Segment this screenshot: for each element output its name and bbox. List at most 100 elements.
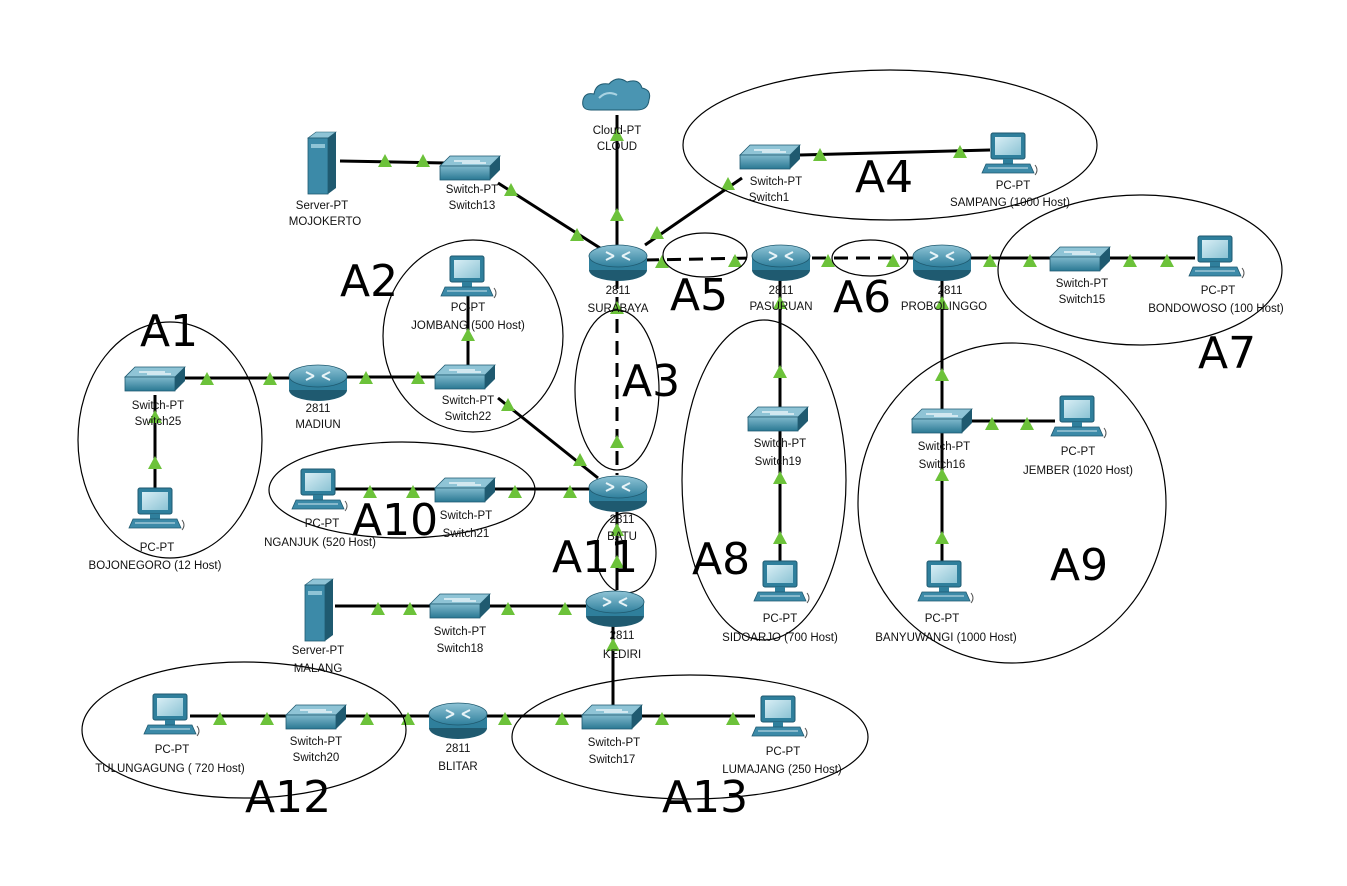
router-name-label: PROBOLINGGO <box>901 301 987 313</box>
switch-16[interactable]: Switch-PT Switch16 <box>911 408 973 471</box>
pc-icon <box>917 560 974 604</box>
server-malang[interactable]: Server-PT MALANG <box>292 578 344 675</box>
router-model-label: 2811 <box>769 285 794 297</box>
area-label-a2: A2 <box>340 256 398 307</box>
pc-name-label: NGANJUK (520 Host) <box>264 537 376 549</box>
area-a1-outline <box>77 321 263 559</box>
area-labels: A1 A2 A3 A4 A5 A6 A7 A8 A9 A10 A11 A12 A… <box>140 152 1256 823</box>
router-name-label: SURABAYA <box>588 303 649 315</box>
router-batu[interactable]: 2811 BATU <box>588 475 648 543</box>
pc-name-label: SAMPANG (1000 Host) <box>950 197 1070 209</box>
pc-icon <box>128 487 185 531</box>
pc-type-label: PC-PT <box>1201 285 1236 297</box>
area-a8-outline <box>681 319 847 641</box>
switch-name-label: Switch18 <box>437 643 484 655</box>
switch-icon <box>581 704 643 730</box>
switch-type-label: Switch-PT <box>918 441 970 453</box>
switch-18[interactable]: Switch-PT Switch18 <box>429 593 491 655</box>
area-label-a9: A9 <box>1050 540 1108 591</box>
server-icon <box>307 131 337 195</box>
pc-nganjuk[interactable]: PC-PT NGANJUK (520 Host) <box>264 468 376 549</box>
switch-icon <box>739 144 801 170</box>
pc-bondowoso[interactable]: PC-PT BONDOWOSO (100 Host) <box>1148 235 1284 315</box>
switch-name-label: Switch15 <box>1059 294 1106 306</box>
pc-sidoarjo[interactable]: PC-PT SIDOARJO (700 Host) <box>722 560 838 644</box>
pc-sampang[interactable]: PC-PT SAMPANG (1000 Host) <box>950 132 1070 209</box>
pc-jember[interactable]: PC-PT JEMBER (1020 Host) <box>1023 395 1133 477</box>
pc-name-label: BOJONEGORO (12 Host) <box>89 560 222 572</box>
router-model-label: 2811 <box>606 285 631 297</box>
switch-type-label: Switch-PT <box>750 176 802 188</box>
switch-25[interactable]: Switch-PT Switch25 <box>124 366 186 428</box>
switch-15[interactable]: Switch-PT Switch15 <box>1049 246 1111 306</box>
pc-icon <box>1050 395 1107 439</box>
pc-jombang[interactable]: PC-PT JOMBANG (500 Host) <box>411 255 525 332</box>
router-icon <box>912 244 972 282</box>
switch-icon <box>285 704 347 730</box>
router-name-label: BLITAR <box>438 761 477 773</box>
switch-name-label: Switch17 <box>589 754 636 766</box>
switch-19[interactable]: Switch-PT Switch19 <box>747 406 809 468</box>
pc-icon <box>1188 235 1245 279</box>
server-type-label: Server-PT <box>296 200 348 212</box>
switch-type-label: Switch-PT <box>446 184 498 196</box>
router-model-label: 2811 <box>938 285 963 297</box>
area-label-a13: A13 <box>662 772 748 823</box>
pc-icon <box>753 560 810 604</box>
router-blitar[interactable]: 2811 BLITAR <box>428 702 488 773</box>
switch-name-label: Switch16 <box>919 459 966 471</box>
router-name-label: KEDIRI <box>603 649 641 661</box>
pc-banyuwangi[interactable]: PC-PT BANYUWANGI (1000 Host) <box>875 560 1017 644</box>
switch-name-label: Switch20 <box>293 752 340 764</box>
area-a4-outline <box>682 69 1098 221</box>
pc-type-label: PC-PT <box>451 302 486 314</box>
pc-type-label: PC-PT <box>925 613 960 625</box>
switch-22[interactable]: Switch-PT Switch22 <box>434 364 496 423</box>
pc-type-label: PC-PT <box>305 518 340 530</box>
link-mojokerto-switch13[interactable] <box>339 159 446 165</box>
switch-13[interactable]: Switch-PT Switch13 <box>439 155 501 212</box>
cloud-icon <box>581 77 651 111</box>
cloud-type-label: Cloud-PT <box>593 125 642 137</box>
switch-icon <box>434 364 496 390</box>
switch-type-label: Switch-PT <box>588 737 640 749</box>
cloud-device[interactable]: Cloud-PT CLOUD <box>581 77 651 153</box>
area-a10-outline <box>268 441 536 539</box>
switch-type-label: Switch-PT <box>434 626 486 638</box>
pc-lumajang[interactable]: PC-PT LUMAJANG (250 Host) <box>722 695 842 776</box>
switch-type-label: Switch-PT <box>1056 278 1108 290</box>
router-model-label: 2811 <box>446 743 471 755</box>
switch-21[interactable]: Switch-PT Switch21 <box>434 477 496 540</box>
router-probolinggo[interactable]: 2811 PROBOLINGGO <box>901 244 987 313</box>
router-icon <box>288 364 348 402</box>
router-model-label: 2811 <box>306 403 331 415</box>
switch-icon <box>1049 246 1111 272</box>
router-kediri[interactable]: 2811 KEDIRI <box>585 590 645 661</box>
router-pasuruan[interactable]: 2811 PASURUAN <box>749 244 813 313</box>
server-mojokerto[interactable]: Server-PT MOJOKERTO <box>289 131 361 228</box>
switch-type-label: Switch-PT <box>132 400 184 412</box>
pc-tulungagung[interactable]: PC-PT TULUNGAGUNG ( 720 Host) <box>95 693 245 775</box>
router-icon <box>585 590 645 628</box>
pc-name-label: JEMBER (1020 Host) <box>1023 465 1133 477</box>
router-madiun[interactable]: 2811 MADIUN <box>288 364 348 431</box>
pc-type-label: PC-PT <box>996 180 1031 192</box>
area-a2-outline <box>382 239 564 433</box>
switch-20[interactable]: Switch-PT Switch20 <box>285 704 347 764</box>
pc-type-label: PC-PT <box>1061 446 1096 458</box>
router-icon <box>428 702 488 740</box>
area-outlines <box>77 69 1283 800</box>
switch-type-label: Switch-PT <box>754 438 806 450</box>
switch-icon <box>124 366 186 392</box>
switch-17[interactable]: Switch-PT Switch17 <box>581 704 643 766</box>
switch-icon <box>911 408 973 434</box>
pc-bojonegoro[interactable]: PC-PT BOJONEGORO (12 Host) <box>89 487 222 572</box>
area-label-a5: A5 <box>670 270 728 321</box>
area-label-a6: A6 <box>833 272 891 323</box>
switch-name-label: Switch19 <box>755 456 802 468</box>
switch-1[interactable]: Switch-PT Switch1 <box>739 144 802 204</box>
router-surabaya[interactable]: 2811 SURABAYA <box>588 244 649 315</box>
pc-icon <box>981 132 1038 176</box>
pc-type-label: PC-PT <box>766 746 801 758</box>
